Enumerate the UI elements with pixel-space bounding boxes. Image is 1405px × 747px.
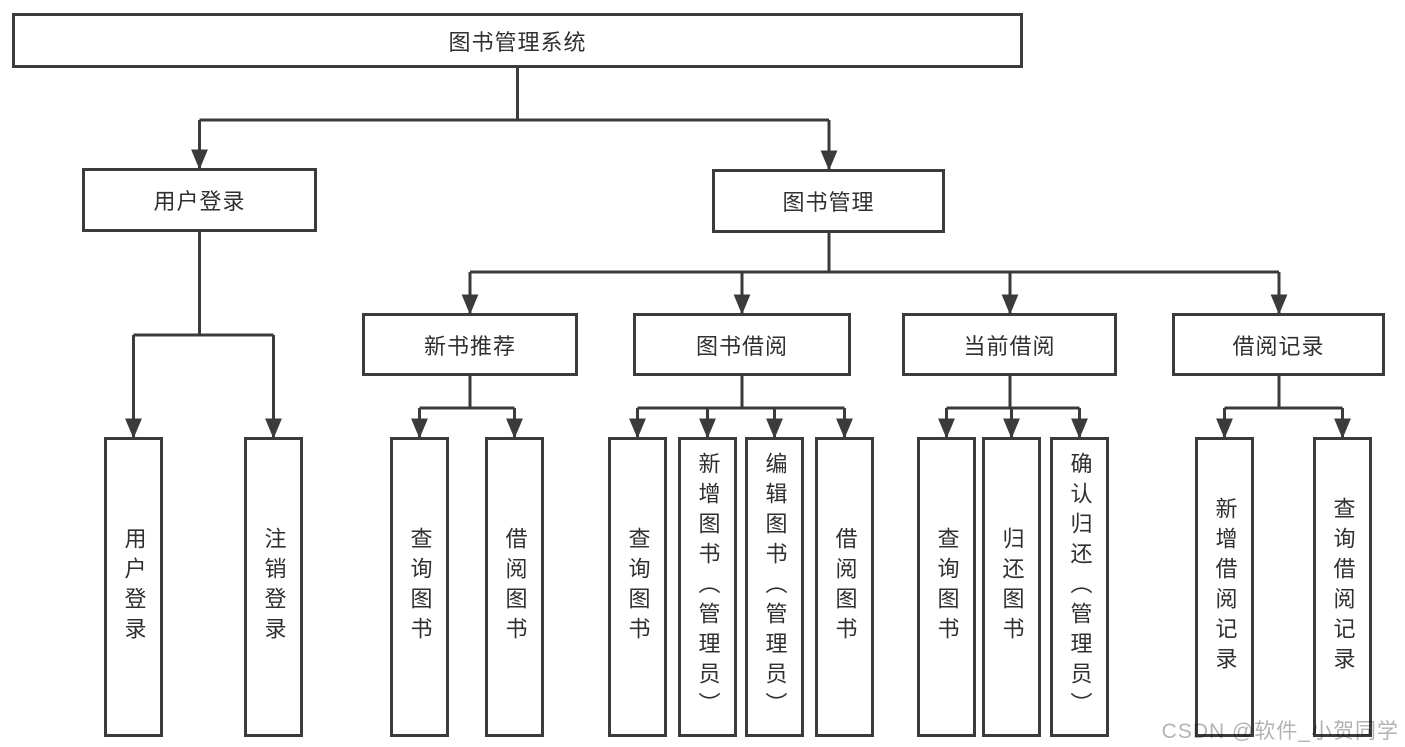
node-label: 图书管理系统 (448, 29, 587, 55)
connector-current-borrow-to-leaves (938, 376, 1088, 439)
node-leaf-user-login: 用户登录 (104, 437, 163, 737)
node-label: 图书借阅 (695, 333, 788, 359)
node-leaf-borrow-books: 借阅图书 (815, 437, 874, 737)
node-leaf-logout: 注销登录 (244, 437, 303, 737)
connector-root-to-level2 (191, 68, 838, 171)
node-current-borrowing: 当前借阅 (902, 313, 1117, 376)
connector-book-mgmt-to-level3 (461, 233, 1288, 315)
node-leaf-add-borrow-record: 新增借阅记录 (1195, 437, 1254, 737)
node-label: 查询图书 (625, 527, 651, 647)
node-leaf-add-books-admin: 新增图书（管理员） (678, 437, 737, 737)
node-borrowing-records: 借阅记录 (1172, 313, 1385, 376)
node-leaf-query-borrow-record: 查询借阅记录 (1313, 437, 1372, 737)
node-label: 编辑图书（管理员） (762, 452, 788, 722)
node-label: 当前借阅 (963, 333, 1056, 359)
node-leaf-confirm-return-admin: 确认归还（管理员） (1050, 437, 1109, 737)
node-label: 查询图书 (407, 527, 433, 647)
node-label: 新增借阅记录 (1212, 497, 1238, 677)
node-user-login: 用户登录 (82, 168, 317, 232)
node-leaf-query-books: 查询图书 (608, 437, 667, 737)
connector-book-borrow-to-leaves (629, 376, 853, 439)
node-label: 新书推荐 (423, 333, 516, 359)
node-leaf-query-books: 查询图书 (917, 437, 976, 737)
node-leaf-edit-books-admin: 编辑图书（管理员） (745, 437, 804, 737)
node-label: 借阅图书 (832, 527, 858, 647)
node-label: 借阅图书 (502, 527, 528, 647)
node-label: 查询图书 (934, 527, 960, 647)
node-library-management-system: 图书管理系统 (12, 13, 1023, 68)
connector-new-books-to-leaves (411, 376, 523, 439)
node-label: 借阅记录 (1232, 333, 1325, 359)
node-leaf-query-books: 查询图书 (390, 437, 449, 737)
node-label: 图书管理 (782, 190, 875, 215)
node-label: 注销登录 (261, 527, 287, 647)
node-label: 归还图书 (999, 527, 1025, 647)
node-book-borrowing: 图书借阅 (633, 313, 851, 376)
connector-borrow-records-to-leaves (1216, 376, 1351, 439)
node-label: 用户登录 (153, 189, 246, 214)
node-label: 新增图书（管理员） (695, 452, 721, 722)
node-label: 用户登录 (121, 527, 147, 647)
node-leaf-borrow-books: 借阅图书 (485, 437, 544, 737)
node-book-management: 图书管理 (712, 169, 945, 233)
csdn-watermark: CSDN @软件_小贺同学 (1161, 720, 1399, 743)
node-label: 确认归还（管理员） (1067, 452, 1093, 722)
connector-user-login-to-leaves (125, 232, 282, 439)
node-leaf-return-books: 归还图书 (982, 437, 1041, 737)
node-new-book-recommendation: 新书推荐 (362, 313, 578, 376)
node-label: 查询借阅记录 (1330, 497, 1356, 677)
